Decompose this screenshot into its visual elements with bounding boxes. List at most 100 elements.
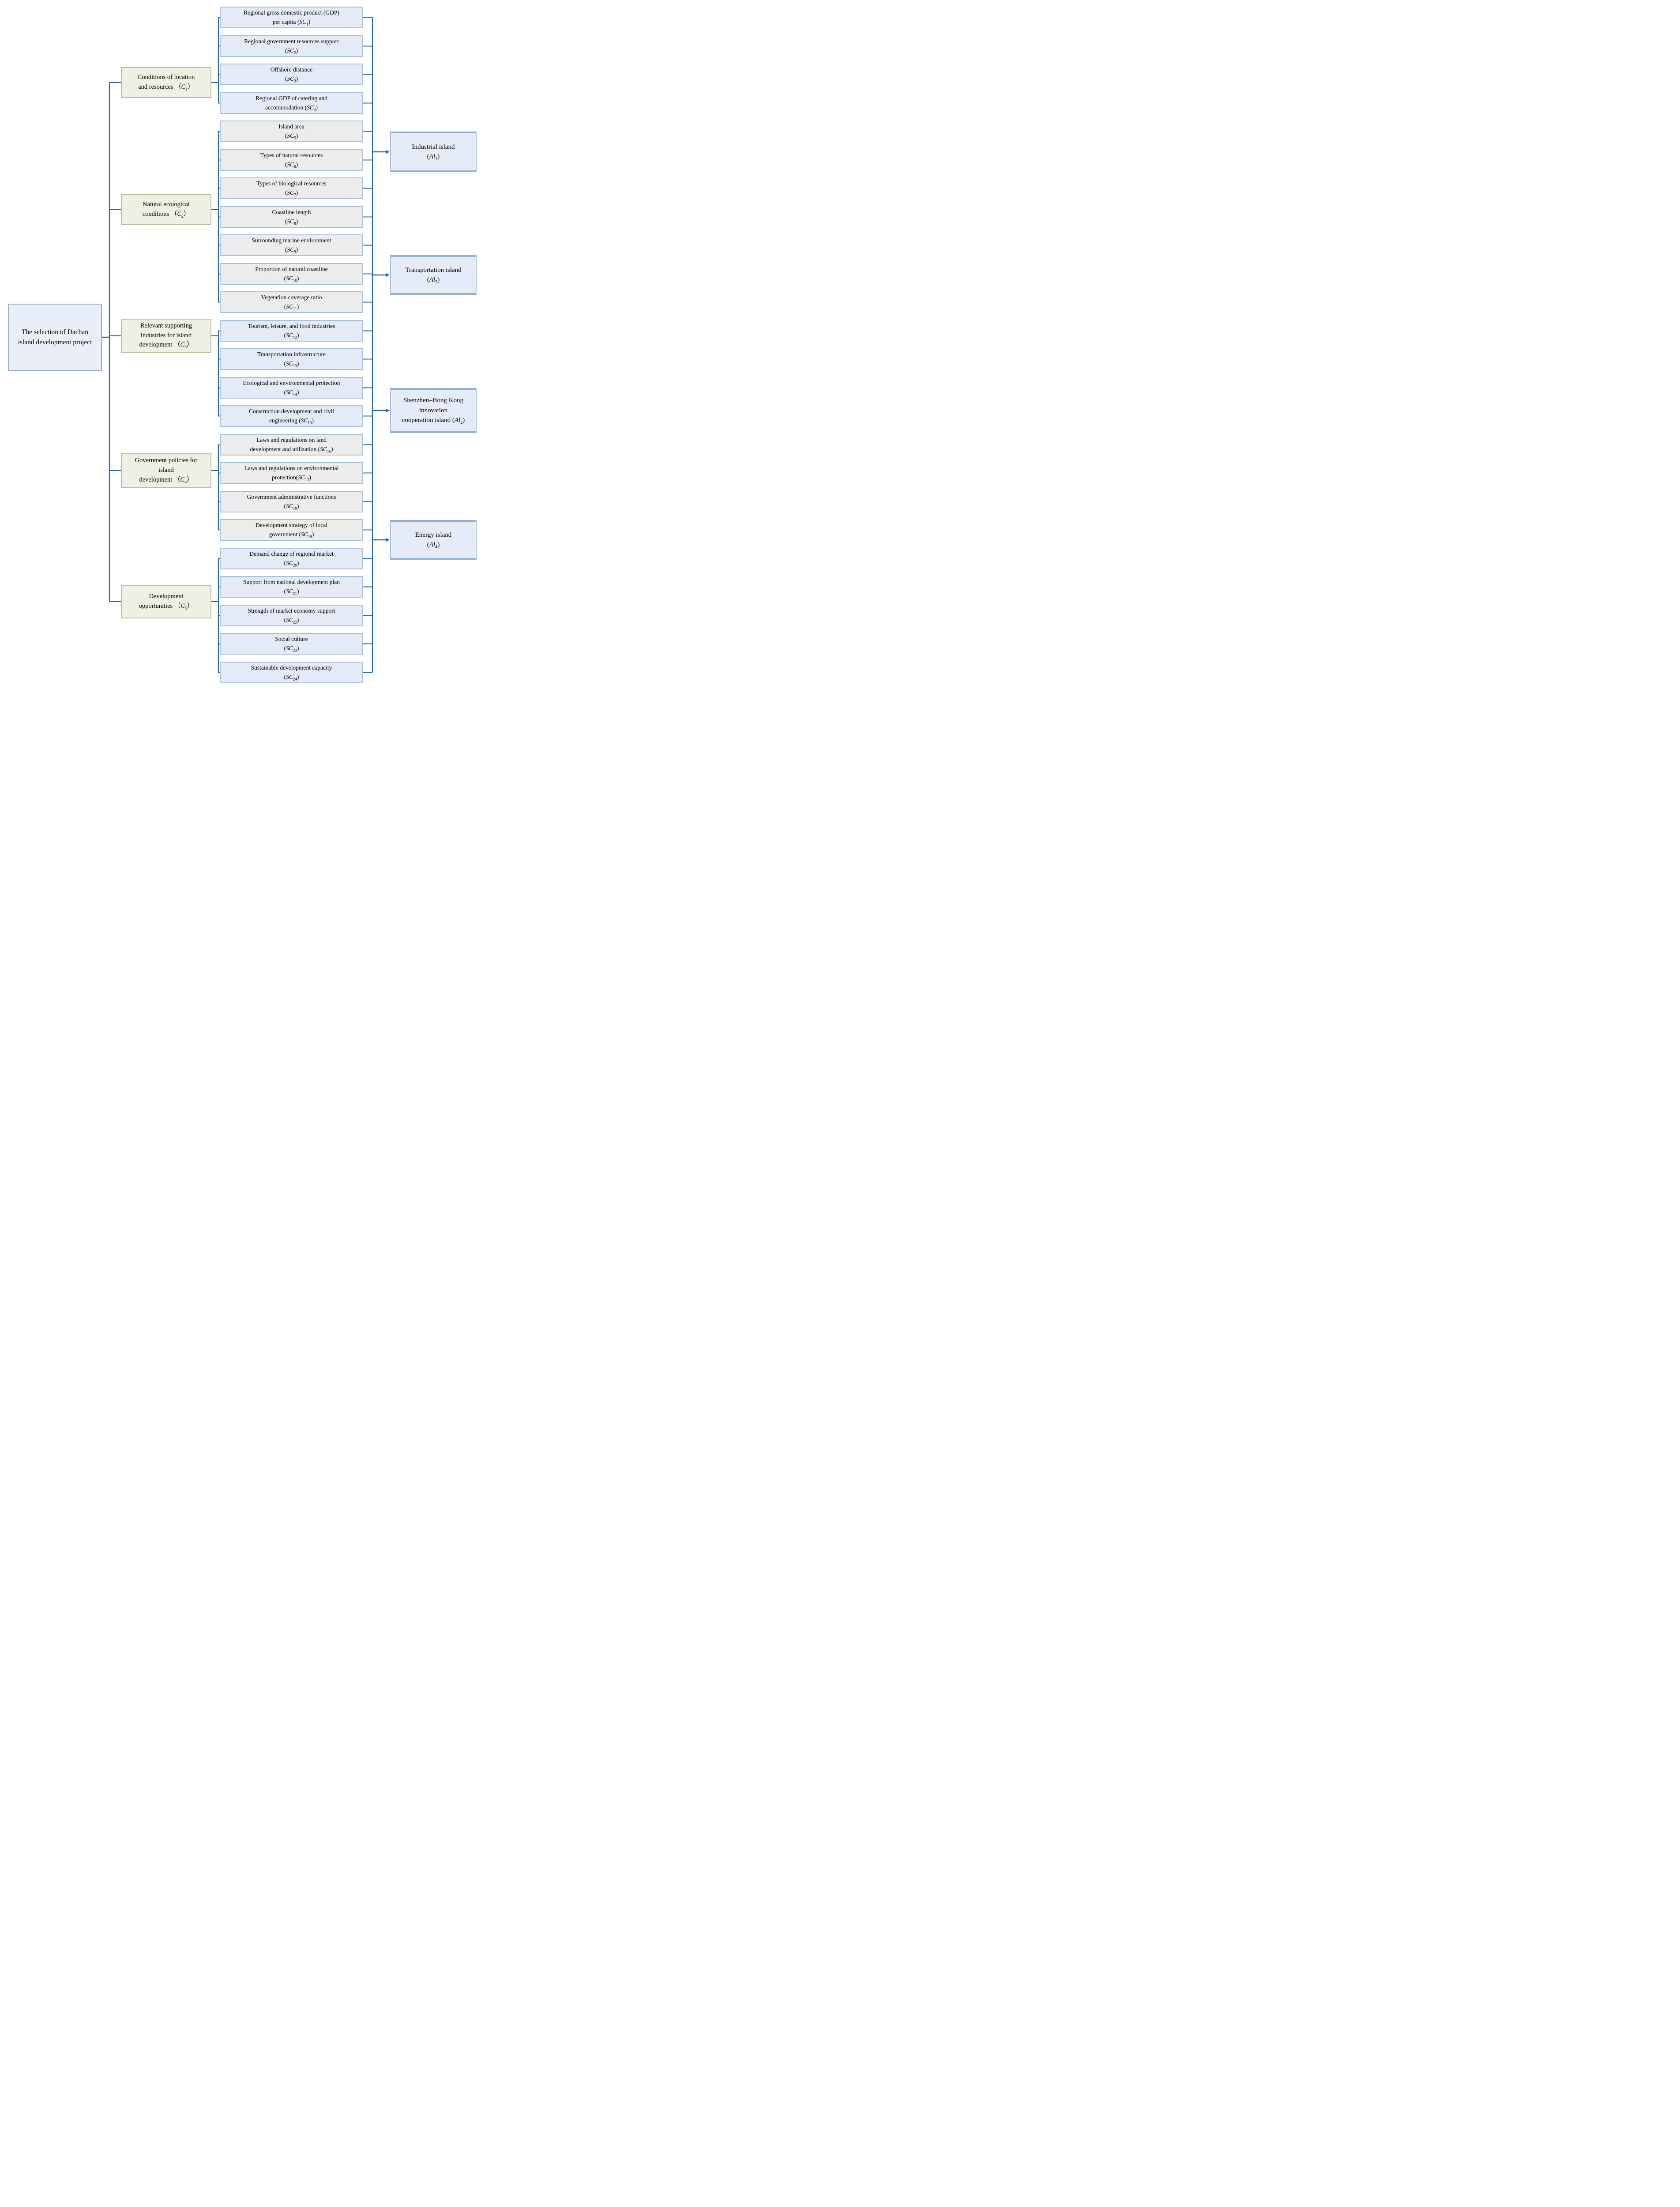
subcriterion-node-sc11: Vegetation coverage ratio (SC11) (220, 291, 363, 313)
symbol-label: (SC7) (285, 189, 298, 197)
symbol-label: (SC12) (284, 331, 299, 340)
node-text-line: Laws and regulations on environmental (244, 464, 339, 471)
node-text-line: (SC8) (221, 217, 362, 226)
subcriterion-node-sc24: Sustainable development capacity(SC24) (220, 662, 363, 683)
node-text-line: Development strategy of local (255, 521, 328, 528)
node-text-line: (SC13) (221, 359, 362, 369)
subcriterion-node-sc8: Coastline length (SC8) (220, 206, 363, 228)
node-text-line: Proportion of natural coastline (255, 265, 328, 272)
node-text-line: Surrounding marine environment (252, 237, 331, 244)
symbol-label: (SC18) (284, 502, 299, 511)
node-text-line: (SC20) (221, 559, 362, 568)
node-text-line: (SC6) (221, 160, 362, 169)
node-text-line: Government policies for (135, 457, 198, 464)
symbol-label: (SC2) (285, 47, 298, 55)
subcriterion-node-sc22: Strength of market economy support(SC22) (220, 605, 363, 626)
node-text-line: Tourism, leisure, and food industries (248, 322, 335, 329)
alternative-node-al2: Shenzhen–Hong Kong innovation cooperation … (390, 388, 477, 433)
node-text-line: (SC10) (221, 274, 362, 283)
node-text-line: government (SC19) (269, 531, 314, 539)
symbol-label: (SC15) (299, 417, 314, 425)
connector-lines (102, 17, 390, 673)
node-text-line: (SC12) (221, 331, 362, 340)
subcriterion-node-sc3: Offshore distance (SC3) (220, 64, 363, 85)
node-text-line: Conditions of location (137, 74, 195, 81)
node-text-line: Ecological and environmental protection (243, 379, 340, 386)
node-text-line: Regional GDP of catering and (256, 94, 327, 102)
node-text-line: (SC22) (221, 616, 362, 625)
subcriterion-node-sc18: Government administrative functions(SC18… (220, 491, 363, 512)
node-text-line: Transportation island (405, 266, 462, 274)
symbol-label: (SC5) (285, 132, 298, 140)
node-text-line: Demand change of regional market (249, 550, 334, 557)
node-text-line: (Al4) (391, 540, 476, 550)
symbol-label: (SC4) (304, 104, 318, 112)
symbol-label: (SC20) (284, 559, 299, 568)
alternative-node-al1: Industrial island(Al1) (390, 132, 477, 172)
arrowhead (386, 408, 390, 413)
symbol-label: (SC14) (284, 388, 299, 397)
node-text-line: Regional government resources support (244, 38, 339, 45)
subcriterion-node-sc2: Regional government resources support (SC… (220, 35, 363, 57)
subcriterion-node-sc12: Tourism, leisure, and food industries (SC… (220, 320, 363, 342)
node-text-line: Offshore distance (270, 66, 313, 73)
node-text-line: innovation (419, 407, 448, 414)
node-text-line: Shenzhen–Hong Kong (403, 397, 464, 404)
symbol-label: （C5） (174, 603, 194, 611)
node-text-line: Laws and regulations on land (256, 436, 327, 443)
symbol-label: (SC13) (284, 360, 299, 368)
symbol-label: (SC21) (284, 588, 299, 596)
subcriterion-node-sc10: Proportion of natural coastline (SC10) (220, 263, 363, 285)
subcriterion-node-sc5: Island area (SC5) (220, 121, 363, 142)
node-text-line: industries for island (140, 331, 192, 339)
node-text-line: conditions （C2） (142, 211, 190, 219)
node-text-line: (SC23) (221, 644, 362, 653)
symbol-label: (Al3) (427, 276, 440, 285)
subcriterion-node-sc1: Regional gross domestic product (GDP)per… (220, 7, 363, 28)
symbol-label: （C2） (170, 211, 190, 219)
node-text-line: engineering (SC15) (269, 417, 314, 425)
subcriterion-node-sc9: Surrounding marine environment (SC9) (220, 234, 363, 256)
node-text-line: island development project (18, 339, 92, 346)
symbol-label: （C1） (175, 83, 194, 92)
node-text-line: accommodation (SC4) (265, 104, 318, 112)
node-text-line: Development (149, 593, 184, 600)
symbol-label: (SC3) (285, 75, 298, 83)
node-text-line: Types of natural resources (260, 151, 323, 158)
node-text-line: (SC14) (221, 388, 362, 397)
node-text-line: cooperation island (Al2) (402, 417, 465, 426)
node-text-line: Island area (278, 123, 304, 130)
node-text-line: (SC18) (221, 502, 362, 511)
node-text-line: Regional gross domestic product (GDP) (244, 9, 339, 16)
criterion-node-c2: Natural ecological conditions （C2） (121, 194, 211, 225)
subcriterion-node-sc14: Ecological and environmental protection (… (220, 377, 363, 399)
node-text-line: Types of biological resources (256, 180, 327, 187)
node-text-line: Coastline length (272, 208, 311, 215)
alternative-node-al4: Energy island(Al4) (390, 520, 477, 560)
node-text-line: Social culture (275, 635, 308, 642)
node-text-line: Transportation infrastructure (257, 350, 326, 358)
symbol-label: (SC8) (285, 218, 298, 226)
node-text-line: (SC5) (221, 132, 362, 141)
subcriterion-node-sc13: Transportation infrastructure (SC13) (220, 348, 363, 370)
symbol-label: (Al1) (427, 153, 440, 162)
symbol-label: (SC16) (318, 445, 333, 454)
symbol-label: （C3） (173, 341, 193, 350)
node-text-line: development （C3） (139, 341, 193, 350)
node-text-line: (SC2) (221, 46, 362, 56)
node-text-line: opportunities （C5） (139, 603, 194, 611)
subcriterion-node-sc23: Social culture (SC23) (220, 633, 363, 655)
symbol-label: (SC11) (284, 303, 299, 311)
node-text-line: Natural ecological (143, 201, 190, 208)
symbol-label: (SC9) (285, 246, 298, 254)
node-text-line: Vegetation coverage ratio (261, 294, 322, 301)
arrowhead (386, 538, 390, 542)
symbol-label: (SC6) (285, 161, 298, 169)
symbol-label: (Al4) (427, 541, 440, 550)
node-text-line: (SC7) (221, 188, 362, 198)
subcriterion-node-sc19: Development strategy of local government … (220, 519, 363, 541)
